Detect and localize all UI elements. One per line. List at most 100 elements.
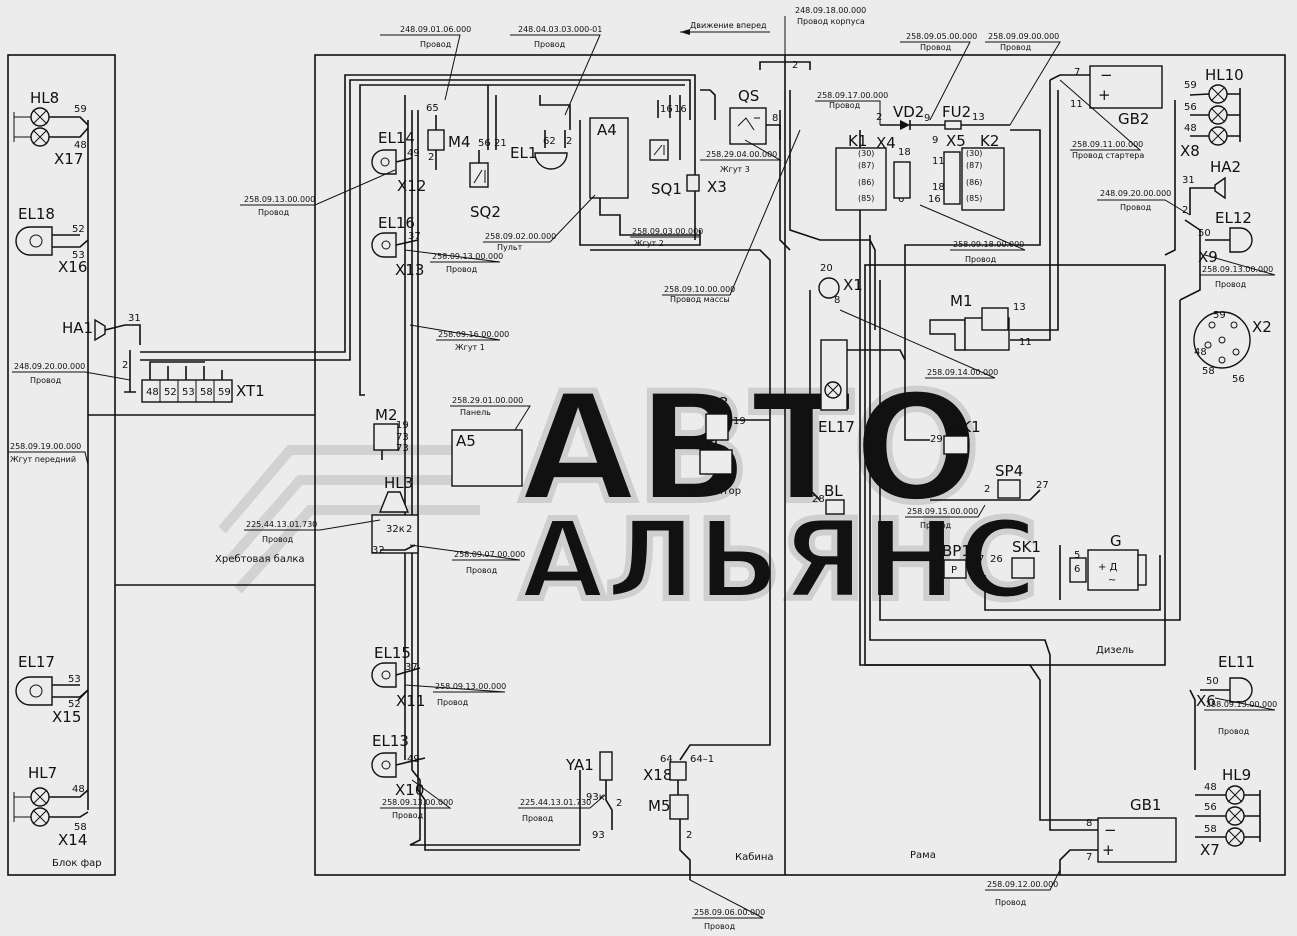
svg-text:13: 13 bbox=[972, 112, 985, 123]
svg-text:Жгут 2: Жгут 2 bbox=[634, 239, 664, 248]
svg-text:21: 21 bbox=[494, 138, 507, 149]
svg-text:52: 52 bbox=[68, 699, 81, 710]
svg-text:225.44.13.01.730: 225.44.13.01.730 bbox=[246, 520, 317, 529]
ha2-horn-group: HA2 31 2 bbox=[1182, 158, 1241, 216]
svg-text:58: 58 bbox=[1202, 366, 1215, 377]
svg-text:56: 56 bbox=[1184, 102, 1197, 113]
sensor-icon bbox=[1011, 557, 1035, 579]
region-diesel: Дизель bbox=[1096, 645, 1134, 656]
svg-text:248.09.20.00.000: 248.09.20.00.000 bbox=[1100, 189, 1171, 198]
svg-text:248.04.03.03.000-01: 248.04.03.03.000-01 bbox=[518, 25, 602, 34]
svg-text:258.09.13.00.000: 258.09.13.00.000 bbox=[1202, 265, 1273, 274]
frames: Блок фар Кабина Рама Дизель Хребтовая ба… bbox=[7, 54, 1286, 876]
svg-text:16: 16 bbox=[928, 194, 941, 205]
el17-lamp-housing bbox=[820, 339, 848, 411]
svg-text:8: 8 bbox=[772, 113, 778, 124]
svg-text:248.09.01.06.000: 248.09.01.06.000 bbox=[400, 25, 471, 34]
pin-label: 2 bbox=[792, 60, 798, 71]
k1-label: K1 bbox=[848, 132, 867, 150]
svg-text:31: 31 bbox=[1182, 175, 1195, 186]
connector-icon bbox=[818, 277, 840, 299]
sp4-sensor-group: SP4 2 27 bbox=[984, 462, 1049, 499]
connector-icon bbox=[943, 151, 961, 205]
svg-text:32: 32 bbox=[372, 545, 385, 556]
svg-text:Провод: Провод bbox=[420, 40, 452, 49]
svg-text:(30): (30) bbox=[858, 149, 874, 158]
svg-text:Провод: Провод bbox=[1218, 727, 1250, 736]
hl10-lamp-group: HL10 59 56 48 X8 bbox=[1180, 66, 1244, 160]
m1-starter-group: M1 13 11 bbox=[929, 292, 1032, 351]
hl8-lamp-group: HL8 59 48 X17 bbox=[13, 89, 89, 168]
svg-text:225.44.13.01.730: 225.44.13.01.730 bbox=[520, 798, 591, 807]
body-wire-code: 248.09.18.00.000 bbox=[795, 6, 866, 15]
x12-label: X12 bbox=[397, 177, 426, 195]
sensor-icon bbox=[825, 499, 845, 515]
starter-icon bbox=[929, 319, 966, 351]
svg-text:Провод: Провод bbox=[258, 208, 290, 217]
m3-motor-group: M3 19 Регулятор bbox=[687, 394, 770, 497]
svg-text:48: 48 bbox=[146, 387, 159, 398]
el17-right-label: EL17 bbox=[818, 418, 855, 436]
bk1-label: BK1 bbox=[951, 418, 981, 436]
g-generator-group: G + Д ~ 5 6 bbox=[1069, 532, 1147, 591]
xt1-label: XT1 bbox=[236, 382, 265, 400]
svg-text:59: 59 bbox=[1184, 80, 1197, 91]
qs-switch-group: QS 8 bbox=[729, 87, 781, 145]
svg-text:Пульт: Пульт bbox=[497, 243, 523, 252]
x13-label: X13 bbox=[395, 261, 424, 279]
fu2-label: FU2 bbox=[942, 103, 971, 121]
svg-text:48: 48 bbox=[74, 140, 87, 151]
svg-text:93: 93 bbox=[592, 830, 605, 841]
headlight-block-frame bbox=[7, 54, 116, 876]
svg-text:Провод: Провод bbox=[534, 40, 566, 49]
el15-lamp-group: EL15 37 X11 bbox=[371, 644, 425, 710]
svg-text:(86): (86) bbox=[858, 178, 874, 187]
m4-motor-group: 65 2 M4 56 21 SQ2 bbox=[426, 85, 507, 221]
svg-text:7: 7 bbox=[1086, 852, 1092, 863]
a5-module bbox=[451, 429, 523, 487]
svg-text:Провод: Провод bbox=[965, 255, 997, 264]
svg-text:49: 49 bbox=[407, 148, 420, 159]
ha1-label: HA1 bbox=[62, 319, 93, 337]
m2-motor-group: M2 19 73 73 A5 bbox=[373, 406, 523, 487]
watermark: АВТО АЛЬЯНС bbox=[218, 359, 1041, 627]
wire-tag: 258.09.14.00.000 bbox=[839, 309, 998, 379]
svg-text:258.09.10.00.000: 258.09.10.00.000 bbox=[664, 285, 735, 294]
x6-label: X6 bbox=[1196, 692, 1216, 710]
vd2-label: VD2 bbox=[893, 103, 924, 121]
direction-label: Движение вперед bbox=[690, 21, 767, 30]
svg-text:248.09.20.00.000: 248.09.20.00.000 bbox=[14, 362, 85, 371]
horn-icon bbox=[94, 318, 106, 342]
svg-text:2: 2 bbox=[984, 484, 990, 495]
svg-text:2: 2 bbox=[876, 112, 882, 123]
connector-icon bbox=[1193, 311, 1251, 369]
svg-text:48: 48 bbox=[1184, 123, 1197, 134]
relay-icon bbox=[961, 147, 1005, 211]
ha2-label: HA2 bbox=[1210, 158, 1241, 176]
svg-text:(87): (87) bbox=[858, 161, 874, 170]
svg-text:Провод стартера: Провод стартера bbox=[1072, 151, 1144, 160]
svg-text:11: 11 bbox=[1070, 99, 1083, 110]
svg-text:53: 53 bbox=[68, 674, 81, 685]
svg-text:16: 16 bbox=[660, 104, 673, 115]
ha1-horn-group: HA1 31 2 48 52 53 58 59 XT1 bbox=[62, 313, 265, 403]
hl3-label: HL3 bbox=[384, 474, 413, 492]
svg-text:258.09.12.00.000: 258.09.12.00.000 bbox=[987, 880, 1058, 889]
svg-text:19: 19 bbox=[733, 416, 746, 427]
svg-text:258.09.16.00.000: 258.09.16.00.000 bbox=[438, 330, 509, 339]
lamp-icon bbox=[371, 232, 397, 258]
svg-text:Провод: Провод bbox=[829, 101, 861, 110]
svg-text:+: + bbox=[1102, 841, 1115, 859]
